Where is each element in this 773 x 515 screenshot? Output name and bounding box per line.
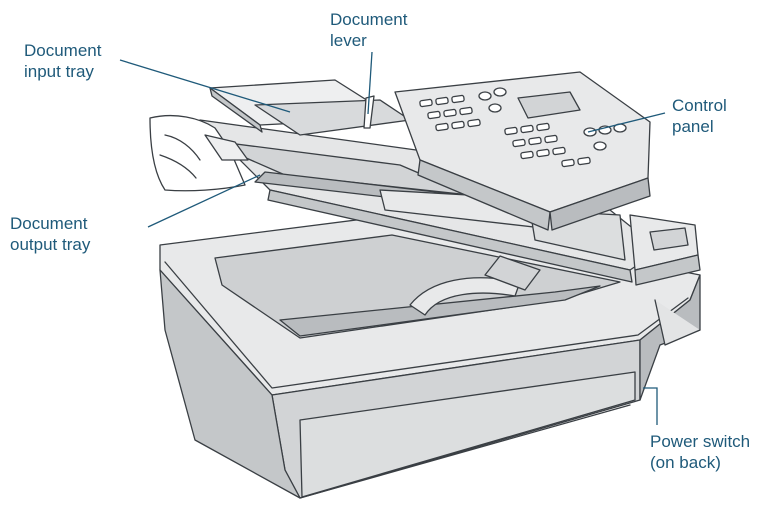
label-document-input-tray: Document input tray	[24, 40, 101, 82]
label-document-lever: Document lever	[330, 9, 407, 51]
leader-power-switch	[643, 388, 657, 425]
label-power-switch: Power switch (on back)	[650, 431, 750, 473]
label-control-panel: Control panel	[672, 95, 727, 137]
label-document-output-tray: Document output tray	[10, 213, 90, 255]
